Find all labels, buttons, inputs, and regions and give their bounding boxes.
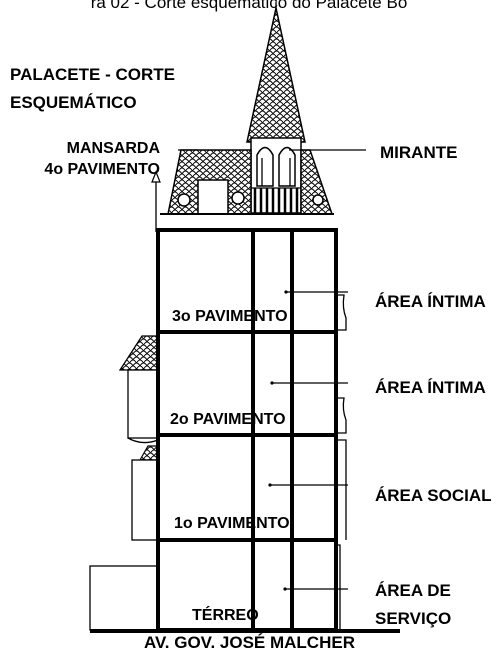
area-servico-label-2: SERVIÇO [375, 609, 451, 628]
area-leaders [268, 290, 348, 591]
oculus-window-1 [177, 193, 191, 207]
dormer-door [197, 179, 229, 215]
area-intima-label-1: ÁREA ÍNTIMA [375, 292, 486, 311]
floor-label-1: 1o PAVIMENTO [174, 515, 290, 532]
figure-caption: ra 02 - Corte esquemático do Palacete Bo [90, 0, 408, 12]
mirante-balustrade [251, 187, 301, 214]
mirante-arch-left [256, 146, 274, 187]
mansarda-label: MANSARDA [67, 140, 161, 157]
floor-label-3: 3o PAVIMENTO [172, 308, 288, 325]
title-line-1: PALACETE - CORTE [10, 65, 175, 84]
mansarda-floor-label: 4o PAVIMENTO [44, 161, 160, 178]
left-annex [89, 335, 159, 631]
area-social-label: ÁREA SOCIAL [375, 486, 492, 505]
oculus-window-3 [312, 194, 324, 206]
pole-tip [151, 170, 161, 183]
area-intima-label-2: ÁREA ÍNTIMA [375, 378, 486, 397]
area-servico-label: ÁREA DE [375, 581, 451, 600]
building-frame [156, 228, 338, 632]
mirante-arch-right [278, 146, 296, 187]
title-line-2: ESQUEMÁTICO [10, 93, 137, 112]
oculus-window-2 [231, 191, 245, 205]
mirante-label: MIRANTE [380, 143, 457, 162]
floor-label-2: 2o PAVIMENTO [170, 411, 286, 428]
right-wall-details [336, 294, 347, 630]
street-label: AV. GOV. JOSÉ MALCHER [144, 633, 355, 648]
spire [246, 7, 306, 143]
floor-label-terreo: TÉRREO [192, 605, 259, 624]
